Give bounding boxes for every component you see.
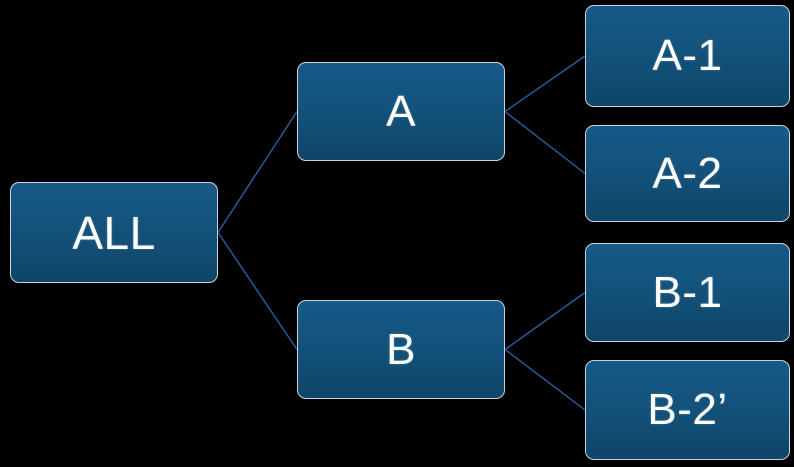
edge-a-a1 [504, 55, 586, 113]
node-label-b: B [386, 324, 416, 374]
node-a[interactable]: A [297, 62, 505, 161]
node-all[interactable]: ALL [10, 182, 218, 283]
edge-b-b2 [504, 348, 586, 411]
edge-all-b [217, 232, 298, 350]
node-label-b2: B-2’ [647, 385, 728, 434]
node-a1[interactable]: A-1 [585, 5, 790, 107]
node-label-a2: A-2 [652, 148, 723, 198]
edge-all-a [217, 111, 298, 233]
edge-b-b1 [504, 291, 586, 351]
node-a2[interactable]: A-2 [585, 125, 790, 222]
node-label-a: A [386, 86, 416, 136]
node-b[interactable]: B [297, 300, 505, 399]
node-label-all: ALL [72, 206, 156, 259]
node-label-b1: B-1 [652, 267, 723, 317]
node-label-a1: A-1 [652, 31, 723, 80]
node-b1[interactable]: B-1 [585, 243, 790, 342]
node-b2[interactable]: B-2’ [585, 360, 790, 460]
edge-a-a2 [504, 110, 586, 175]
